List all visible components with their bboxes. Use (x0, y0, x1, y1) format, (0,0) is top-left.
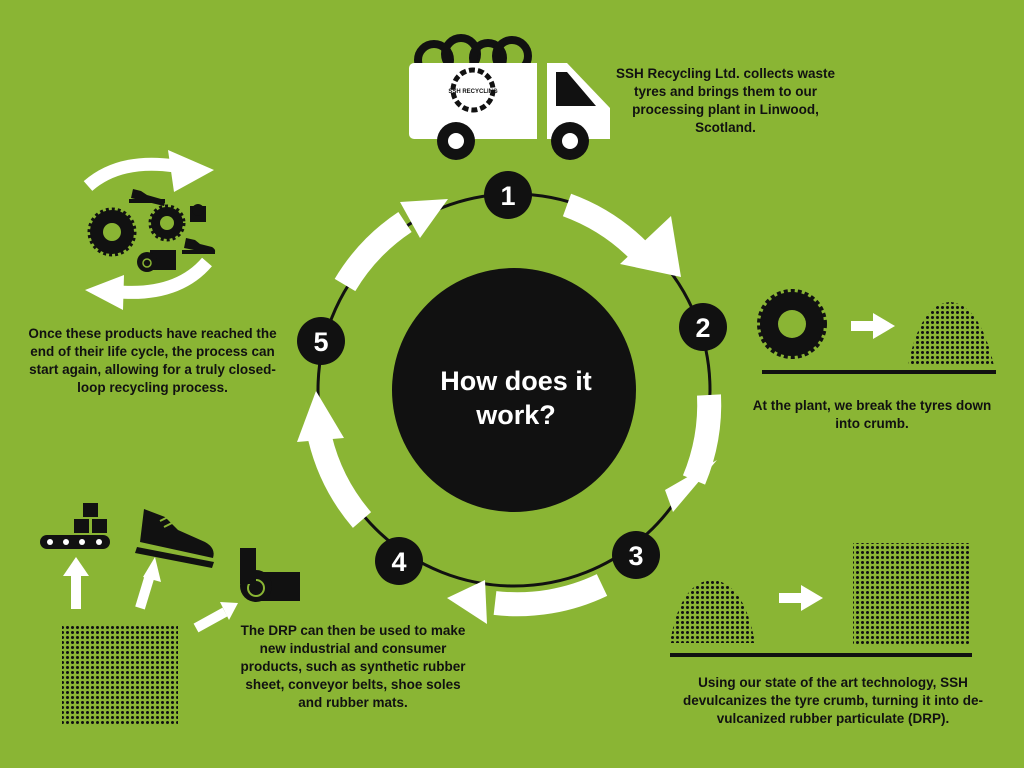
truck-icon: SSH RECYCLING (409, 34, 610, 160)
step-number-4: 4 (391, 547, 406, 577)
shoe-icon (182, 238, 216, 254)
drp-block-icon (62, 625, 178, 726)
arrow-right-icon (779, 585, 823, 611)
rubber-mat-roll-icon (137, 250, 176, 272)
arrow-up-right-icon (193, 602, 238, 633)
step-number-2: 2 (695, 313, 710, 343)
crumb-pile-icon (670, 580, 755, 643)
crumb-pile-icon (908, 302, 994, 366)
step-4-caption: The DRP can then be used to make new ind… (240, 623, 466, 710)
ground-line (670, 653, 972, 657)
rubber-mat-roll-icon (240, 548, 300, 602)
arrow-3-to-4 (447, 574, 608, 624)
step-number-3: 3 (628, 541, 643, 571)
arrow-up-right-icon (135, 557, 161, 610)
step-number-5: 5 (313, 327, 328, 357)
shoe-icon (129, 189, 165, 206)
step-2-caption: At the plant, we break the tyres down in… (752, 398, 992, 431)
step-badge-3: 3 (612, 531, 660, 579)
arrow-1-to-2 (562, 193, 681, 277)
shoe-icon (135, 509, 214, 568)
step-5-caption: Once these products have reached the end… (28, 326, 277, 395)
recycle-loop-icon (83, 150, 214, 310)
ssh-logo: SSH RECYCLING (448, 67, 498, 113)
center-title: How does it work? (440, 366, 592, 430)
step-badge-2: 2 (679, 303, 727, 351)
rubber-mat-roll-icon (190, 204, 206, 222)
ground-line (762, 370, 996, 374)
center-disc (392, 268, 636, 512)
drp-block-icon (853, 543, 970, 645)
step-number-1: 1 (500, 181, 515, 211)
step-badge-5: 5 (297, 317, 345, 365)
step-badge-1: 1 (484, 171, 532, 219)
tyre-icon (87, 207, 137, 257)
conveyor-belt-icon (40, 503, 110, 549)
arrow-2-to-3 (665, 394, 722, 512)
arrow-up-icon (63, 557, 89, 609)
arrow-4-to-5 (297, 391, 372, 528)
step-1-caption: SSH Recycling Ltd. collects waste tyres … (615, 66, 836, 135)
arrow-5-to-1 (334, 199, 448, 292)
truck-logo-text: SSH RECYCLING (448, 89, 498, 95)
tyre-icon (148, 204, 186, 242)
step-badge-4: 4 (375, 537, 423, 585)
tyre-icon (757, 289, 827, 359)
arrow-right-icon (851, 313, 895, 339)
step-3-caption: Using our state of the art technology, S… (682, 675, 984, 726)
